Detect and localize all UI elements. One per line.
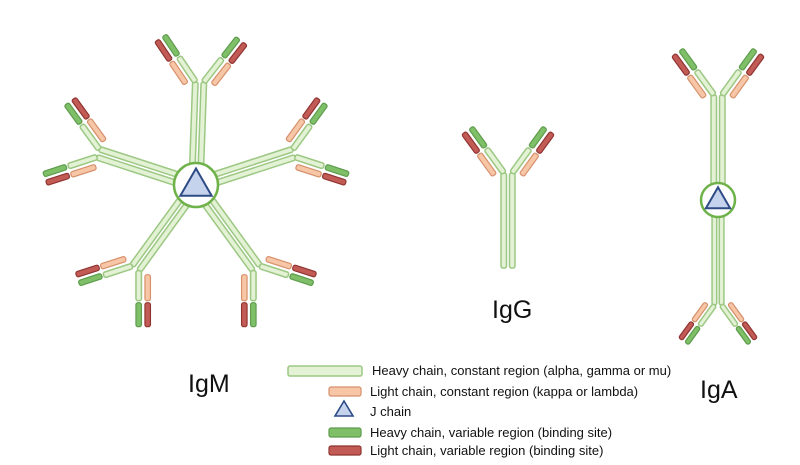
light-chain-variable [240, 302, 248, 328]
legend-label-j-chain: J chain [370, 404, 411, 419]
heavy-chain-variable [64, 102, 83, 125]
heavy-chain-constant [294, 154, 325, 170]
light-chain-constant [86, 118, 107, 143]
legend-item-j-chain: J chain [333, 399, 411, 419]
legend-item-heavy-variable: Heavy chain, variable region (binding si… [328, 425, 612, 440]
heavy-chain-constant [509, 147, 532, 175]
iga-arm-bottom [678, 199, 758, 345]
heavy-chain-constant [719, 303, 739, 327]
heavy-chain-constant [176, 55, 198, 84]
legend-swatch-heavy-variable [328, 427, 362, 438]
light-chain-constant [285, 118, 306, 143]
legend-label-heavy-constant: Heavy chain, constant region (alpha, gam… [372, 363, 671, 378]
j-chain-icon [178, 166, 214, 197]
igm-j-chain [172, 161, 220, 209]
light-chain-constant [295, 164, 322, 178]
heavy-chain-variable [738, 48, 757, 71]
heavy-chain-variable [684, 325, 701, 345]
heavy-chain-constant [67, 154, 98, 170]
light-chain-variable [671, 53, 690, 76]
diagram-shapes [42, 34, 765, 345]
heavy-chain-constant [500, 172, 508, 269]
light-chain-constant [144, 274, 152, 302]
heavy-chain-variable [528, 126, 547, 149]
light-chain-constant [729, 74, 749, 99]
legend-swatch-light-constant [328, 386, 362, 397]
light-chain-variable [461, 131, 480, 154]
legend-swatch-heavy-constant [287, 365, 363, 377]
heavy-chain-constant [201, 56, 225, 84]
j-chain-icon [704, 185, 732, 210]
light-chain-constant [727, 302, 745, 323]
heavy-chain-variable [221, 36, 241, 59]
light-chain-variable [302, 97, 321, 120]
iga-j-chain [699, 181, 737, 219]
iga-arm-top [671, 48, 765, 201]
legend-item-light-constant: Light chain, constant region (kappa or l… [328, 384, 638, 399]
heavy-chain-constant [697, 303, 717, 327]
legend-item-heavy-constant: Heavy chain, constant region (alpha, gam… [287, 363, 671, 378]
heavy-chain-variable [162, 34, 180, 57]
heavy-chain-constant [135, 269, 143, 302]
legend-label-light-variable: Light chain, variable region (binding si… [370, 443, 603, 458]
light-chain-variable [678, 321, 695, 341]
heavy-chain-variable [249, 302, 257, 328]
igm-label: IgM [188, 370, 230, 398]
heavy-chain-variable [309, 102, 328, 125]
light-chain-constant [691, 302, 709, 323]
light-chain-variable [228, 42, 248, 65]
heavy-chain-variable [42, 164, 68, 177]
heavy-chain-constant [258, 263, 290, 279]
heavy-chain-variable [135, 302, 143, 328]
igm-arm-3 [190, 180, 317, 328]
legend: Heavy chain, constant region (alpha, gam… [287, 363, 671, 458]
light-chain-variable [746, 53, 765, 76]
heavy-chain-constant [79, 123, 102, 151]
heavy-chain-constant [719, 69, 742, 97]
light-chain-constant [240, 274, 248, 302]
heavy-chain-variable [78, 273, 103, 286]
igm-arm-1 [154, 34, 248, 186]
legend-label-light-constant: Light chain, constant region (kappa or l… [370, 384, 638, 399]
light-chain-constant [265, 255, 293, 270]
light-chain-variable [741, 321, 758, 341]
igm-arm-5 [42, 97, 199, 192]
legend-label-heavy-variable: Heavy chain, variable region (binding si… [370, 425, 612, 440]
light-chain-variable [536, 131, 555, 154]
heavy-chain-constant [102, 263, 134, 279]
iga-label: IgA [700, 376, 738, 404]
light-chain-variable [144, 302, 152, 328]
heavy-chain-constant [694, 69, 717, 97]
light-chain-variable [154, 39, 173, 62]
heavy-chain-constant [484, 147, 507, 175]
heavy-chain-variable [469, 126, 488, 149]
heavy-chain-constant [290, 123, 313, 151]
light-chain-variable [45, 172, 71, 186]
heavy-chain-variable [289, 273, 314, 286]
igg-label: IgG [492, 296, 532, 324]
light-chain-variable [292, 264, 317, 278]
j-chain-icon [333, 399, 355, 417]
heavy-chain-variable [735, 325, 752, 345]
heavy-chain-constant [249, 269, 257, 302]
heavy-chain-variable [679, 48, 698, 71]
igm-arm-4 [75, 180, 202, 328]
light-chain-constant [519, 152, 539, 177]
light-chain-constant [70, 164, 97, 178]
light-chain-constant [99, 255, 127, 270]
light-chain-constant [477, 152, 497, 177]
light-chain-constant [211, 62, 232, 87]
light-chain-variable [321, 172, 347, 186]
light-chain-variable [75, 264, 100, 278]
heavy-chain-constant [508, 172, 516, 269]
light-chain-constant [169, 60, 189, 86]
legend-item-light-variable: Light chain, variable region (binding si… [328, 443, 603, 458]
light-chain-variable [71, 97, 90, 120]
heavy-chain-variable [324, 164, 350, 177]
igg-antibody [461, 126, 555, 269]
light-chain-constant [687, 74, 707, 99]
legend-swatch-light-variable [328, 445, 362, 456]
